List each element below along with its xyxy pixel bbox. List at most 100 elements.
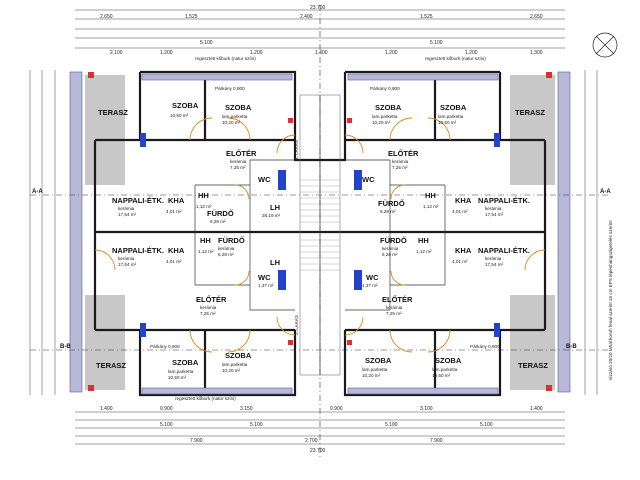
kobur-label-top-left: regesztett kőburk (natur színi) <box>195 56 256 61</box>
room-szoba-bl1: SZOBA <box>172 358 199 367</box>
room-eloter-br: ELŐTÉR <box>382 295 413 304</box>
room-wc-bl: WC <box>258 273 271 282</box>
room-eloter-tr-floor: kerámia <box>392 159 409 164</box>
room-hh-br-area: 1,12 m² <box>416 249 432 254</box>
terrace-bottom-left <box>85 295 125 390</box>
room-hh-tl-area: 1,12 m² <box>196 204 212 209</box>
room-nappali-br-area: 17,54 m² <box>485 262 504 267</box>
bottom-dim-2: 0.900 <box>160 406 173 412</box>
room-eloter-br-floor: kerámia <box>386 305 403 310</box>
top-left-facade <box>141 73 293 81</box>
room-eloter-tr-area: 7,25 m² <box>392 165 408 170</box>
room-szoba-bl2-area: 10,20 m² <box>222 368 241 373</box>
room-nappali-bl-area: 17,54 m² <box>118 262 137 267</box>
room-szoba-tl1-area: 10,50 m² <box>170 113 189 118</box>
bottom-dim-4: 0.900 <box>330 406 343 412</box>
terrace-top-right <box>510 75 555 185</box>
bottom-dim-8: 5.100 <box>250 422 263 428</box>
top-dim-2: 1.525 <box>185 14 198 20</box>
room-eloter-bl-floor: kerámia <box>200 305 217 310</box>
bottom-dim-13: 7.900 <box>430 438 443 444</box>
top-dim-9: 1.200 <box>160 50 173 56</box>
room-furdo-br-floor: kerámia <box>382 246 399 251</box>
kobur-label-top-right: regesztett kőburk (natur színi) <box>425 56 486 61</box>
terrace-label-br: TERASZ <box>518 361 548 370</box>
room-szoba-tr2-area: 10,50 m² <box>438 120 457 125</box>
terrace-bottom-right <box>510 295 555 390</box>
room-furdo-bl-floor: kerámia <box>218 246 235 251</box>
top-total-dim: 23.700 <box>310 5 326 11</box>
room-wc-bl-area: 1,37 m² <box>258 283 274 288</box>
right-facade-element <box>557 71 571 393</box>
room-eloter-tl: ELŐTÉR <box>226 149 257 158</box>
room-szoba-tr1: SZOBA <box>375 103 402 112</box>
room-szoba-br1-area: 10,20 m² <box>362 373 381 378</box>
room-nappali-br: NAPPALI-ÉTK. <box>478 246 530 255</box>
top-dim-10: 1.200 <box>250 50 263 56</box>
bottom-dim-9: 5.100 <box>385 422 398 428</box>
top-dim-11: 1.400 <box>315 50 328 56</box>
left-facade-element <box>69 71 83 393</box>
top-dim-8: 2.100 <box>110 50 123 56</box>
top-right-facade <box>347 73 499 81</box>
room-nappali-tr: NAPPALI-ÉTK. <box>478 196 530 205</box>
parkany-bottom-left: Párkány 0,900 <box>150 344 180 349</box>
room-szoba-tr1-area: 10,20 m² <box>372 120 391 125</box>
room-szoba-br2-floor: lam.parketta <box>432 367 458 372</box>
side-note: vízzáró 20/20 tahal koruh feoal szerint … <box>608 220 613 380</box>
side-dimensions <box>29 70 598 395</box>
room-nappali-tl-floor: kerámia <box>118 206 135 211</box>
room-furdo-tl: FÜRDŐ <box>207 209 234 218</box>
parkany-top-right: Párkány 0,900 <box>370 86 400 91</box>
columns <box>88 72 552 391</box>
room-kha-tl: KHA <box>168 196 185 205</box>
bottom-total-dim: 23.700 <box>310 448 326 454</box>
room-furdo-br-area: 6,28 m² <box>382 252 398 257</box>
bottom-dim-11: 7.900 <box>190 438 203 444</box>
lh-label: LH <box>270 203 280 212</box>
room-szoba-br1-floor: lam.parketta <box>362 367 388 372</box>
lakas-bottom-label: 2. LAKÁS <box>293 315 299 335</box>
room-wc-br-area: 1,37 m² <box>362 283 378 288</box>
lakas-top-label: 3. LAKÁS <box>293 140 299 160</box>
top-dim-12: 1.200 <box>385 50 398 56</box>
terrace-top-left <box>85 75 125 185</box>
room-eloter-tl-area: 7,25 m² <box>230 165 246 170</box>
bottom-dim-1: 1.400 <box>100 406 113 412</box>
room-furdo-br: FÜRDŐ <box>380 236 407 245</box>
room-kha-bl-area: 4,01 m² <box>166 259 182 264</box>
lh-area: 28,19 m² <box>262 213 281 218</box>
room-furdo-bl-area: 6,28 m² <box>218 252 234 257</box>
room-kha-tr: KHA <box>455 196 472 205</box>
room-hh-tr: HH <box>425 191 436 200</box>
room-nappali-bl: NAPPALI-ÉTK. <box>112 246 164 255</box>
room-szoba-tl2: SZOBA <box>225 103 252 112</box>
room-eloter-bl: ELŐTÉR <box>196 295 227 304</box>
room-wc-tl: WC <box>258 175 271 184</box>
section-aa-left: A-A <box>32 189 43 195</box>
section-bb-right: B-B <box>566 344 577 350</box>
room-nappali-br-floor: kerámia <box>485 256 502 261</box>
room-furdo-tr-area: 6,28 m² <box>380 209 396 214</box>
room-kha-br: KHA <box>455 246 472 255</box>
room-kha-tr-area: 4,01 m² <box>452 209 468 214</box>
room-eloter-br-area: 7,25 m² <box>386 311 402 316</box>
bottom-dim-7: 5.100 <box>160 422 173 428</box>
terrace-label-tl: TERASZ <box>98 108 128 117</box>
room-szoba-tr2-floor: lam.parketta <box>438 114 464 119</box>
bottom-dim-5: 3.100 <box>420 406 433 412</box>
top-dim-14: 1.300 <box>530 50 543 56</box>
top-dim-1: 2.650 <box>100 14 113 20</box>
terrace-label-bl: TERASZ <box>96 361 126 370</box>
room-eloter-tr: ELŐTÉR <box>388 149 419 158</box>
bottom-dim-6: 1.400 <box>530 406 543 412</box>
room-furdo-tr: FÜRDŐ <box>378 199 405 208</box>
room-hh-tr-area: 1,12 m² <box>423 204 439 209</box>
room-szoba-tl2-area: 10,20 m² <box>222 120 241 125</box>
room-kha-bl: KHA <box>168 246 185 255</box>
room-nappali-bl-floor: kerámia <box>118 256 135 261</box>
room-hh-br: HH <box>418 236 429 245</box>
bottom-dim-3: 3.150 <box>240 406 253 412</box>
room-szoba-tr1-floor: lam.parketta <box>372 114 398 119</box>
kobur-label-bottom: regesztett kőburk (natur színi) <box>175 396 236 401</box>
